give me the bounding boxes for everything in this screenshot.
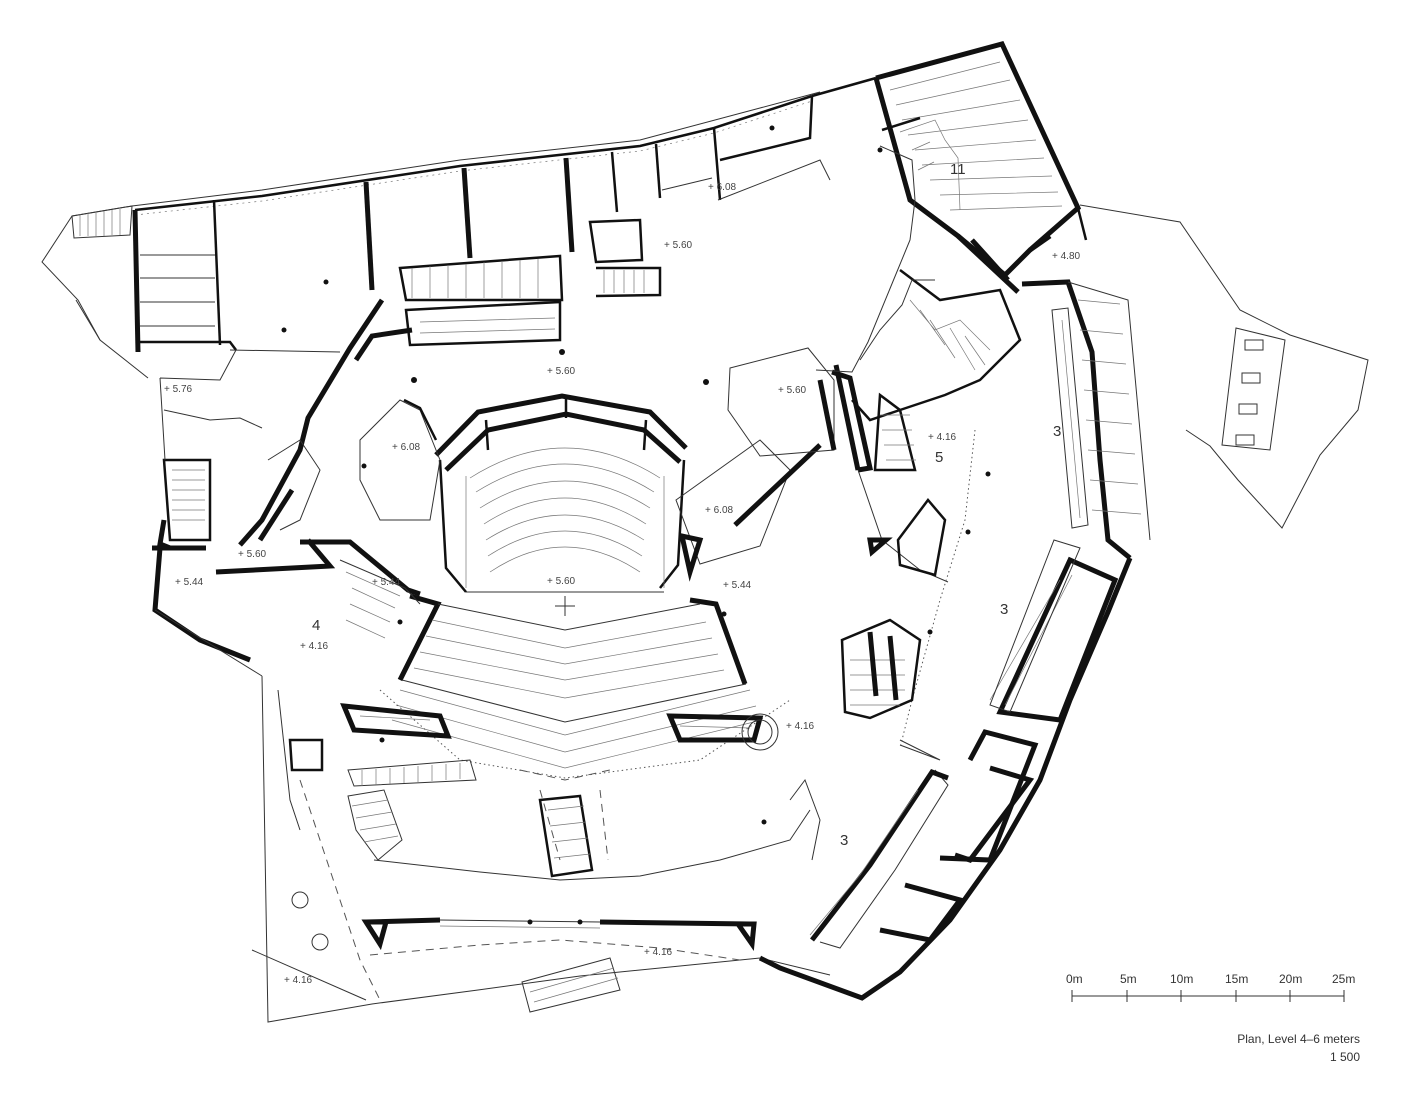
level-label: + 5.44 (175, 577, 204, 588)
level-label: + 5.44 (372, 577, 401, 588)
scale-tick-label: 15m (1225, 972, 1248, 986)
north-facade (71, 94, 813, 239)
zone-numbers: 11 3 5 3 4 3 (312, 161, 1061, 849)
level-label: + 4.16 (644, 947, 673, 958)
level-label: + 5.60 (547, 576, 576, 587)
auditorium (340, 393, 791, 779)
zone-number: 3 (1000, 601, 1008, 618)
plan-caption-title: Plan, Level 4–6 meters (1237, 1032, 1360, 1046)
level-label: + 4.16 (300, 641, 329, 652)
scale-tick-label: 25m (1332, 972, 1355, 986)
level-label: + 6.08 (705, 505, 734, 516)
level-label: + 4.16 (786, 721, 815, 732)
hall-11 (873, 41, 1088, 294)
level-label: + 5.60 (547, 366, 576, 377)
level-label: + 5.60 (778, 385, 807, 396)
level-label: + 6.08 (708, 182, 737, 193)
south-foyer (347, 759, 821, 1013)
level-label: + 5.60 (238, 549, 267, 560)
east-wing (758, 279, 1151, 1001)
level-label: + 5.76 (164, 384, 193, 395)
scale-tick-label: 20m (1279, 972, 1302, 986)
lobby-5 (815, 145, 1022, 749)
zone-number: 3 (1053, 423, 1061, 440)
scale-tick-label: 10m (1170, 972, 1193, 986)
scale-tick-label: 5m (1120, 972, 1137, 986)
level-label: + 6.08 (392, 442, 421, 453)
level-label: + 4.80 (1052, 251, 1081, 262)
zone-number: 3 (840, 832, 848, 849)
level-label: + 5.44 (723, 580, 752, 591)
north-rooms (132, 76, 877, 353)
level-markers: + 6.08 + 5.60 + 5.60 + 5.60 + 5.76 + 6.0… (164, 182, 1081, 986)
level-label: + 5.60 (664, 240, 693, 251)
zone-number: 4 (312, 617, 320, 634)
west-foyer (152, 298, 837, 1001)
plan-caption-scale: 1 500 (1329, 1050, 1360, 1064)
zone-number: 5 (935, 449, 943, 466)
zone-number: 11 (950, 161, 966, 178)
scale-tick-label: 0m (1066, 972, 1083, 986)
columns (281, 125, 991, 925)
level-label: + 4.16 (928, 432, 957, 443)
scale-bar: 0m 5m 10m 15m 20m 25m (1066, 972, 1355, 1002)
level-label: + 4.16 (284, 975, 313, 986)
